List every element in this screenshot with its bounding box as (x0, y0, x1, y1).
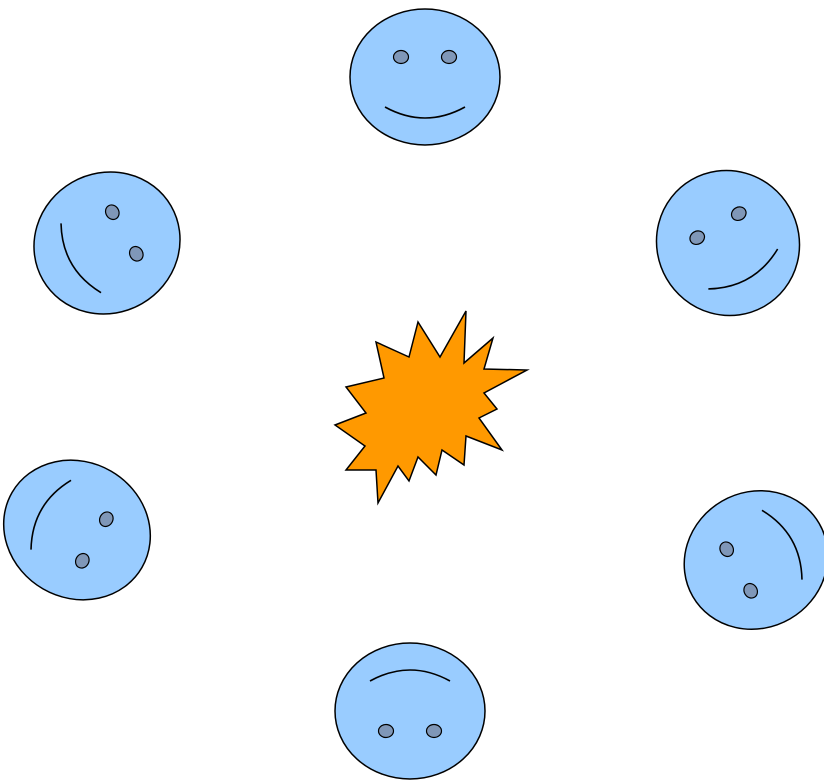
right-eye (379, 725, 394, 738)
face-upper-right (630, 144, 824, 341)
left-eye (394, 51, 409, 64)
face-top (350, 9, 500, 145)
right-eye (442, 51, 457, 64)
face-upper-left (8, 145, 206, 340)
smiley-face-icon (630, 144, 824, 341)
explosion-icon (335, 311, 527, 503)
smiley-face-icon (350, 9, 500, 145)
face-bottom (335, 643, 485, 779)
smiley-face-icon (335, 643, 485, 779)
face-lower-right (659, 465, 824, 656)
smiley-face-icon (8, 145, 206, 340)
face-lower-left (0, 434, 176, 627)
left-eye (427, 725, 442, 738)
smiley-face-icon (0, 434, 176, 627)
burst-layer (335, 311, 527, 503)
